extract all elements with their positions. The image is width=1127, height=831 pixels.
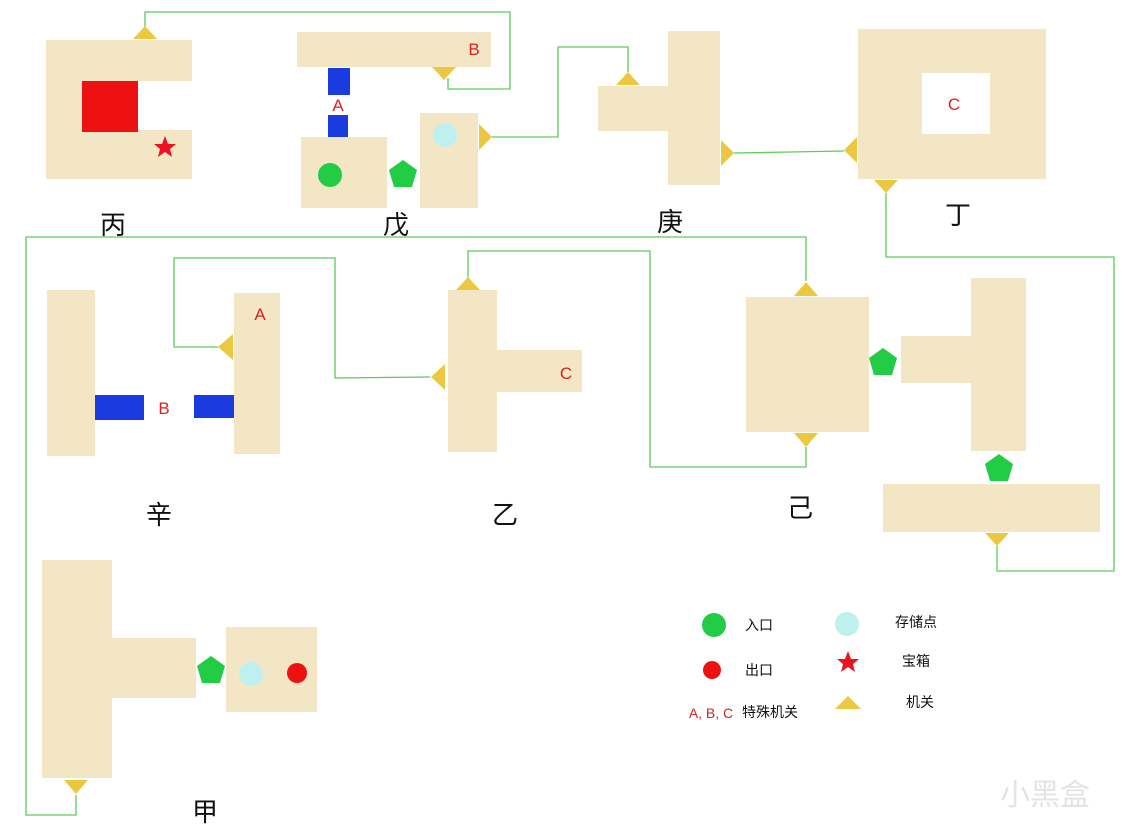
switch-icon[interactable] (432, 67, 456, 80)
room-area (598, 86, 670, 131)
room-area (448, 290, 497, 452)
zone-label: 辛 (146, 501, 172, 531)
exit-icon[interactable] (287, 663, 307, 683)
room-area (297, 32, 491, 67)
door-b-right (194, 395, 234, 418)
legend-entrance: 入口 (745, 618, 773, 634)
room-area (883, 484, 1100, 532)
room-ding: C 丁 (844, 29, 1046, 231)
wire-geng-ding (733, 150, 845, 154)
room-area (901, 336, 973, 383)
legend-exit: 出口 (745, 663, 773, 679)
room-ji: 己 (746, 278, 1100, 546)
marker-c: C (948, 95, 960, 114)
pentagon-door-icon[interactable] (985, 454, 1013, 481)
legend-special-markers: A, B, C (689, 705, 733, 721)
room-area (301, 137, 387, 208)
connections (25, 11, 1115, 816)
wire-wu-geng (492, 46, 629, 138)
room-xin: B A 辛 (47, 290, 280, 531)
wire-yi-xin (173, 257, 431, 379)
switch-icon[interactable] (616, 72, 640, 85)
legend-special: 特殊机关 (742, 705, 798, 721)
room-yi: C 乙 (431, 277, 582, 531)
wire-ding-ji (885, 193, 1115, 572)
marker-c: C (560, 364, 572, 383)
switch-icon[interactable] (844, 137, 857, 163)
marker-b: B (158, 399, 169, 418)
room-area (47, 290, 95, 456)
door-b-left (95, 395, 144, 420)
door-a-top (328, 68, 350, 95)
door-a-bottom (328, 115, 348, 139)
legend-switch: 机关 (906, 695, 934, 711)
save-point-icon[interactable] (239, 662, 263, 686)
room-area (971, 278, 1026, 451)
pentagon-door-icon[interactable] (197, 656, 225, 683)
switch-icon[interactable] (479, 124, 492, 150)
switch-legend-icon (835, 696, 861, 709)
room-area (234, 293, 280, 454)
room-area (42, 560, 112, 778)
switch-icon[interactable] (218, 334, 233, 360)
legend-chest: 宝箱 (902, 654, 930, 670)
legend: 入口 出口 A, B, C 特殊机关 存储点 宝箱 机关 (689, 612, 937, 721)
zone-label: 戊 (383, 211, 409, 241)
shape (922, 73, 990, 134)
zone-label: 丙 (100, 211, 126, 241)
marker-b: B (468, 40, 479, 59)
switch-icon[interactable] (794, 433, 818, 447)
exit-legend-icon (703, 661, 721, 679)
chest-legend-icon (837, 651, 859, 672)
save-legend-icon (835, 612, 859, 636)
chest-star-icon[interactable] (154, 136, 176, 157)
marker-a: A (332, 96, 344, 115)
room-area (110, 638, 196, 698)
room-jia: 甲 (42, 560, 317, 828)
pentagon-door-icon[interactable] (389, 160, 417, 187)
entrance-icon (318, 163, 342, 187)
legend-save: 存储点 (895, 615, 937, 631)
switch-icon[interactable] (64, 780, 88, 794)
wire-ji-yi (467, 250, 807, 468)
switch-icon[interactable] (133, 26, 157, 39)
entrance-legend-icon (702, 613, 726, 637)
room-area (746, 297, 869, 432)
switch-icon[interactable] (874, 180, 898, 193)
room-area (668, 31, 720, 185)
zone-label: 己 (787, 494, 813, 524)
wire-bing-wu (144, 11, 511, 90)
switch-icon[interactable] (794, 282, 818, 296)
switch-icon[interactable] (456, 277, 480, 290)
shape (138, 81, 194, 130)
room-geng: 庚 (598, 31, 734, 238)
save-point-icon[interactable] (433, 123, 457, 147)
room-area (495, 350, 582, 392)
room-bing: 丙 (46, 26, 194, 241)
zone-label: 甲 (192, 798, 218, 828)
room-wu: A B 戊 (297, 32, 492, 241)
pentagon-door-icon[interactable] (869, 348, 897, 375)
wire-ji-jia (25, 236, 807, 816)
switch-icon[interactable] (721, 140, 734, 166)
zone-label: 丁 (945, 201, 971, 231)
switch-icon[interactable] (985, 533, 1009, 546)
watermark: 小黑盒 (1000, 778, 1090, 813)
switch-icon[interactable] (431, 364, 445, 390)
blocked-block (82, 81, 138, 132)
zone-label: 乙 (492, 501, 518, 531)
marker-a: A (254, 305, 266, 324)
zone-label: 庚 (657, 208, 683, 238)
